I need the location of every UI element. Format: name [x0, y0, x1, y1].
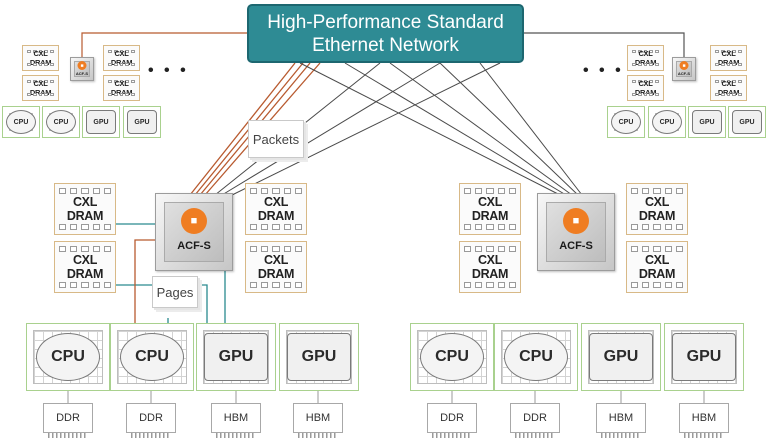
cpu-package: CPU — [410, 323, 494, 391]
gpu-package: GPU — [123, 106, 161, 138]
acf-switch-small: ■ACF-S — [70, 57, 94, 81]
acf-switch-large: ■ACF-S — [155, 193, 233, 271]
cxl-dram-module: CXL DRAM — [22, 45, 59, 71]
gpu-package: GPU — [581, 323, 661, 391]
cxl-dram-module: CXL DRAM — [459, 241, 521, 293]
ethernet-network-box: High-Performance Standard Ethernet Netwo… — [247, 4, 524, 63]
cxl-dram-module: CXL DRAM — [54, 241, 116, 293]
cxl-dram-module: CXL DRAM — [626, 183, 688, 235]
acf-cube-icon: ■ — [563, 208, 589, 234]
cpu-package: CPU — [110, 323, 194, 391]
acf-cube-icon: ■ — [77, 61, 87, 70]
pages-label: Pages — [152, 276, 198, 308]
acf-cube-icon: ■ — [181, 208, 207, 234]
gpu-package: GPU — [82, 106, 120, 138]
more-ellipsis: • • • — [583, 62, 624, 79]
network-title-line2: Ethernet Network — [312, 34, 459, 56]
cxl-dram-module: CXL DRAM — [103, 75, 140, 101]
network-title-line1: High-Performance Standard — [267, 11, 504, 33]
gpu-package: GPU — [279, 323, 359, 391]
hbm-memory: HBM — [596, 403, 646, 438]
packets-label: Packets — [248, 120, 304, 158]
ddr-memory: DDR — [510, 403, 560, 438]
link-dark — [299, 62, 561, 196]
gpu-package: GPU — [728, 106, 766, 138]
link-dark — [221, 62, 441, 196]
cpu-package: CPU — [2, 106, 40, 138]
link-network-left-small-switch — [81, 32, 247, 57]
cpu-package: CPU — [648, 106, 686, 138]
acf-switch-large: ■ACF-S — [537, 193, 615, 271]
cxl-dram-module: CXL DRAM — [627, 45, 664, 71]
link-dark — [227, 62, 501, 198]
hbm-memory: HBM — [679, 403, 729, 438]
link-network-right-small-switch — [524, 32, 685, 57]
more-ellipsis: • • • — [148, 62, 189, 79]
link-dark — [389, 62, 573, 196]
gpu-package: GPU — [664, 323, 744, 391]
cxl-dram-module: CXL DRAM — [22, 75, 59, 101]
cxl-dram-module: CXL DRAM — [710, 75, 747, 101]
hbm-memory: HBM — [211, 403, 261, 438]
hbm-memory: HBM — [293, 403, 343, 438]
cxl-dram-module: CXL DRAM — [54, 183, 116, 235]
gpu-package: GPU — [196, 323, 276, 391]
ddr-memory: DDR — [126, 403, 176, 438]
cxl-dram-module: CXL DRAM — [245, 183, 307, 235]
cxl-dram-module: CXL DRAM — [245, 241, 307, 293]
acf-cube-icon: ■ — [679, 61, 689, 70]
link-dark — [344, 62, 567, 196]
cpu-package: CPU — [26, 323, 110, 391]
link-dark — [479, 62, 583, 196]
ddr-memory: DDR — [427, 403, 477, 438]
cxl-dram-module: CXL DRAM — [627, 75, 664, 101]
cpu-package: CPU — [494, 323, 578, 391]
link-brown-switch-cpu — [134, 239, 160, 337]
cpu-package: CPU — [607, 106, 645, 138]
acf-switch-small: ■ACF-S — [672, 57, 696, 81]
cxl-dram-module: CXL DRAM — [626, 241, 688, 293]
gpu-package: GPU — [688, 106, 726, 138]
link-orange — [189, 62, 296, 196]
cxl-dram-module: CXL DRAM — [710, 45, 747, 71]
cxl-dram-module: CXL DRAM — [459, 183, 521, 235]
cpu-package: CPU — [42, 106, 80, 138]
ddr-memory: DDR — [43, 403, 93, 438]
cxl-dram-module: CXL DRAM — [103, 45, 140, 71]
link-teal-cxl-bottom — [100, 284, 208, 337]
memory-legs — [67, 391, 705, 404]
link-dark — [439, 62, 579, 196]
